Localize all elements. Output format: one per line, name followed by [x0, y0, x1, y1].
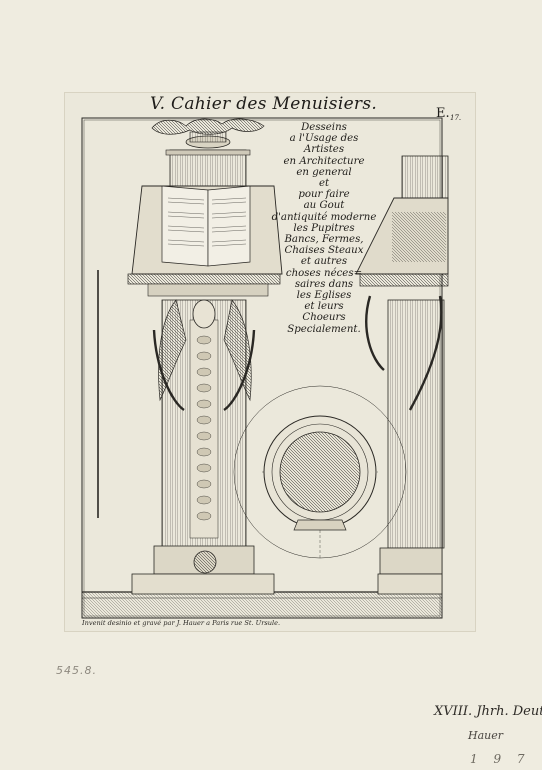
lettering-line: en Architecture: [283, 155, 365, 167]
open-book: [161, 185, 251, 267]
plan-view: [233, 385, 407, 560]
lettering-line: et autres: [300, 256, 348, 268]
handwritten-inscription: 1 9 7: [470, 752, 531, 766]
lettering-line: au Gout: [303, 200, 345, 212]
pencil-inventory-number: 545.8.: [56, 664, 97, 677]
floor: [82, 591, 442, 618]
left-column-capital: [165, 149, 251, 187]
lettering-line: et leurs: [304, 301, 344, 313]
handwritten-inscription: XVIII. Jhrh. Deutsch: [434, 704, 542, 719]
lettering-line: saires dans: [294, 278, 354, 290]
right-column: [355, 155, 449, 595]
plate-lettering: Desseins a l'Usage des Artistes en Archi…: [270, 122, 378, 335]
lettering-line: et: [318, 178, 330, 190]
engraver-credit: Invenit desinio et gravé par J. Hauer a …: [82, 619, 281, 627]
lettering-line: Bancs, Fermes,: [284, 234, 364, 246]
lettering-line: Desseins: [301, 122, 347, 133]
plate-title: V. Cahier des Menuisiers.: [150, 94, 378, 114]
lettering-line: Choeurs: [302, 312, 346, 324]
lettering-line: d'antiquité moderne: [271, 211, 377, 223]
lettering-line: Chaises Steaux: [284, 245, 364, 257]
lettering-line: choses néces=: [285, 267, 363, 279]
plate-number: 17.: [450, 114, 462, 122]
lettering-line: les Pupitres: [293, 222, 355, 234]
lettering-line: Specialement.: [287, 323, 361, 335]
lettering-line: a l'Usage des: [289, 133, 359, 145]
urn-finial: [151, 118, 265, 149]
left-column-base: [131, 545, 275, 595]
lettering-line: en general: [296, 166, 352, 178]
plate-letter: E.: [436, 106, 450, 121]
lettering-line: les Eglises: [296, 290, 352, 302]
lettering-line: pour faire: [298, 189, 350, 201]
lettering-line: Artistes: [303, 144, 345, 156]
handwritten-inscription: Hauer: [468, 729, 504, 742]
winged-head-ornament: [152, 299, 256, 411]
